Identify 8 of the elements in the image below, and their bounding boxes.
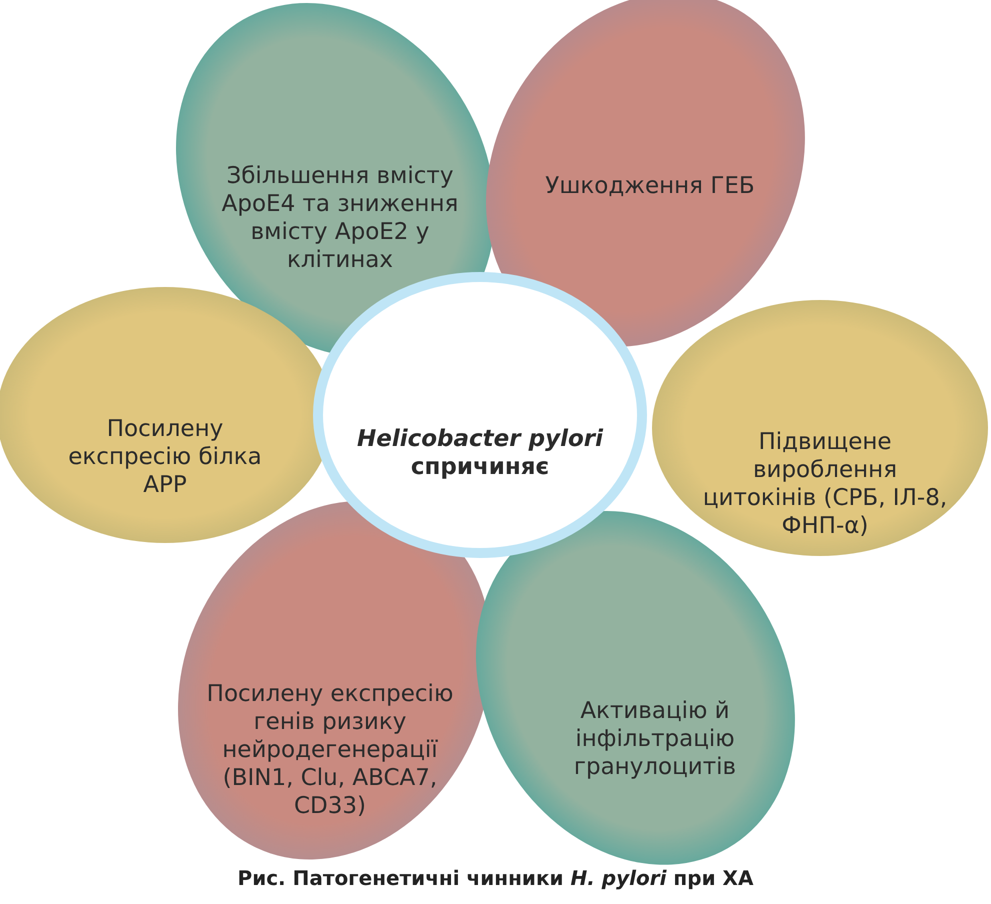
petal-label: Посилену експресію генів ризику нейродегенерації (BIN1, Clu, ABCA7, CD33) [206, 680, 454, 820]
petal-label: Посилену експресію білка APP [67, 415, 263, 499]
center-label: Helicobacter pylori спричиняє [356, 425, 604, 481]
petal-label: Збільшення вмісту ApoE4 та зниження вмісту ApoE2 у клітинах [220, 162, 460, 274]
petal-label: Підвищене вироблення цитокінів (СРБ, ІЛ-8, ФНП-α) [702, 428, 948, 540]
figure-caption: Рис. Патогенетичні чинники H. pylori при ХА [236, 866, 754, 890]
petal-label: Ушкодження ГЕБ [544, 172, 756, 200]
petal-label: Активацію й інфільтрацію гранулоцитів [572, 696, 738, 781]
